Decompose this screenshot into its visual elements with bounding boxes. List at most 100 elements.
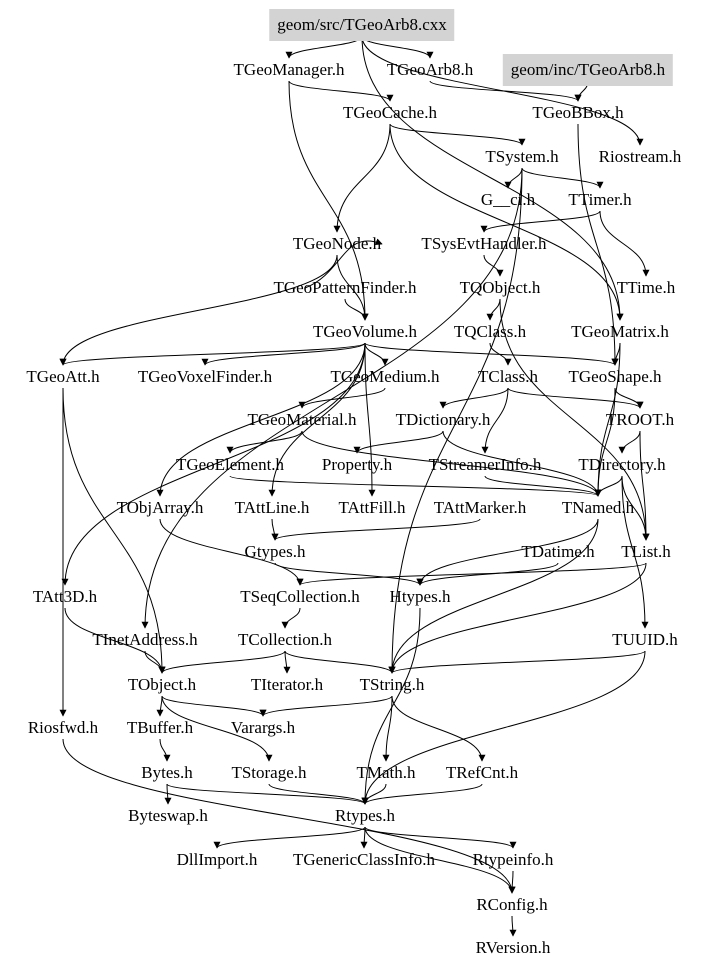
edge-tgeovolume-to-tgeovoxelfinder xyxy=(201,342,366,366)
node-byteswap-h[interactable]: Byteswap.h xyxy=(128,806,208,825)
node-tgeonode-h[interactable]: TGeoNode.h xyxy=(292,234,382,253)
node-tqclass-h[interactable]: TQClass.h xyxy=(453,322,527,341)
node-tlist-h[interactable]: TList.h xyxy=(621,542,671,561)
node-rtypeinfo-h[interactable]: Rtypeinfo.h xyxy=(472,850,554,869)
edge-ttimer-to-ttime xyxy=(599,210,650,277)
node-tgeovoxelfinder-h[interactable]: TGeoVoxelFinder.h xyxy=(137,367,273,386)
node-rtypes-h[interactable]: Rtypes.h xyxy=(335,806,395,825)
node-tsystem-h[interactable]: TSystem.h xyxy=(485,147,559,166)
edge-tlist-to-tstring xyxy=(388,562,647,674)
node-bytes-h[interactable]: Bytes.h xyxy=(141,763,193,782)
edge-tclass-to-tdictionary xyxy=(439,387,509,409)
node-dllimport-h[interactable]: DllImport.h xyxy=(176,850,258,869)
node-tstring-h[interactable]: TString.h xyxy=(359,675,425,694)
edge-tqclass-to-tclass xyxy=(489,342,512,366)
edge-tobject-to-varargs xyxy=(161,695,267,717)
node-tuuid-h[interactable]: TUUID.h xyxy=(612,630,678,649)
edge-trefcnt-to-rtypes xyxy=(361,783,483,805)
node-tgeobbox-h[interactable]: TGeoBBox.h xyxy=(532,103,624,122)
node-tgeopatternfinder-h[interactable]: TGeoPatternFinder.h xyxy=(273,278,417,297)
node-htypes-h[interactable]: Htypes.h xyxy=(389,587,451,606)
edge-tqobject-to-tqclass xyxy=(486,298,501,321)
edge-tobjarray-to-tseqcollection xyxy=(159,518,304,586)
node-trefcnt-h[interactable]: TRefCnt.h xyxy=(445,763,519,782)
edge-tstring-to-varargs xyxy=(259,695,393,717)
node-rversion-h[interactable]: RVersion.h xyxy=(475,938,551,957)
node-tobjarray-h[interactable]: TObjArray.h xyxy=(116,498,204,517)
node-titerator-h[interactable]: TIterator.h xyxy=(250,675,324,694)
edge-tgeomanager-to-tgeocache xyxy=(288,80,394,102)
node-tgeocache-h[interactable]: TGeoCache.h xyxy=(343,103,437,122)
node-riostream-h[interactable]: Riostream.h xyxy=(598,147,682,166)
node-tattmarker-h[interactable]: TAttMarker.h xyxy=(433,498,527,517)
node-tgeomedium-h[interactable]: TGeoMedium.h xyxy=(330,367,440,386)
node-ttime-h[interactable]: TTime.h xyxy=(616,278,676,297)
node-tinetaddress-h[interactable]: TInetAddress.h xyxy=(92,630,198,649)
node-tstorage-h[interactable]: TStorage.h xyxy=(231,763,307,782)
node-tgeomanager-h[interactable]: TGeoManager.h xyxy=(233,60,345,79)
edge-rtypes-to-rtypeinfo xyxy=(364,826,517,849)
edge-tqobject-to-tlist xyxy=(499,298,650,541)
edge-tgeovolume-to-tgeoatt xyxy=(59,342,366,366)
node-tcollection-h[interactable]: TCollection.h xyxy=(238,630,332,649)
node-tclass-h[interactable]: TClass.h xyxy=(478,367,538,386)
node-tgeovolume-h[interactable]: TGeoVolume.h xyxy=(312,322,418,341)
node-troot-h[interactable]: TROOT.h xyxy=(605,410,675,429)
node-tmath-h[interactable]: TMath.h xyxy=(356,763,416,782)
node-tdatime-h[interactable]: TDatime.h xyxy=(521,542,595,561)
node-tdictionary-h[interactable]: TDictionary.h xyxy=(395,410,491,429)
node-geom-inc-tgeoarb8-h[interactable]: geom/inc/TGeoArb8.h xyxy=(502,54,674,86)
node-geom-src-tgeoarb8-cxx[interactable]: geom/src/TGeoArb8.cxx xyxy=(269,9,455,41)
edge-tattline-to-gtypes xyxy=(271,518,279,541)
node-g-ci-h[interactable]: G__ci.h xyxy=(480,190,536,209)
edge-src-to-tgeomatrix xyxy=(361,35,624,321)
edge-rtypes-to-rconfig xyxy=(364,826,516,894)
node-tnamed-h[interactable]: TNamed.h xyxy=(561,498,635,517)
edge-tcollection-to-tstring xyxy=(284,650,396,674)
edge-tstreamerinfo-to-tnamed xyxy=(484,475,602,497)
edge-tgeonode-to-tgeovolume xyxy=(336,254,369,321)
edge-tgeocache-to-tgeomatrix xyxy=(389,123,624,321)
node-riosfwd-h[interactable]: Riosfwd.h xyxy=(27,718,99,737)
node-tseqcollection-h[interactable]: TSeqCollection.h xyxy=(240,587,360,606)
node-tgeomaterial-h[interactable]: TGeoMaterial.h xyxy=(247,410,357,429)
edge-tgeovolume-to-tobjarray xyxy=(156,342,366,497)
node-varargs-h[interactable]: Varargs.h xyxy=(230,718,296,737)
edge-tdictionary-to-tnamed xyxy=(442,430,602,497)
edge-tseqcollection-to-tcollection xyxy=(281,607,301,629)
edge-gtypes-to-htypes xyxy=(274,562,424,586)
node-tstreamerinfo-h[interactable]: TStreamerInfo.h xyxy=(428,455,542,474)
edge-rconfig-to-rversion xyxy=(509,915,517,937)
node-tobject-h[interactable]: TObject.h xyxy=(127,675,197,694)
node-tgeoarb8-h[interactable]: TGeoArb8.h xyxy=(386,60,474,79)
node-tattline-h[interactable]: TAttLine.h xyxy=(234,498,310,517)
edge-tuuid-to-tstring xyxy=(388,650,646,674)
edge-tsystem-to-tstring xyxy=(388,167,523,674)
node-tgenericclassinfo-h[interactable]: TGenericClassInfo.h xyxy=(292,850,436,869)
node-tsysevthandler-h[interactable]: TSysEvtHandler.h xyxy=(421,234,547,253)
node-tattfill-h[interactable]: TAttFill.h xyxy=(338,498,406,517)
edge-tcollection-to-tobject xyxy=(158,650,286,674)
edge-tgeoshape-to-troot xyxy=(614,387,644,409)
edge-tobject-to-tbuffer xyxy=(156,695,164,717)
node-gtypes-h[interactable]: Gtypes.h xyxy=(244,542,306,561)
node-tgeoshape-h[interactable]: TGeoShape.h xyxy=(568,367,662,386)
node-tbuffer-h[interactable]: TBuffer.h xyxy=(126,718,194,737)
edge-bytes-to-rtypes xyxy=(166,783,369,805)
node-ttimer-h[interactable]: TTimer.h xyxy=(568,190,632,209)
edge-tgeomedium-to-tgeomaterial xyxy=(298,387,386,409)
edge-tgeovolume-to-tattline xyxy=(268,342,366,497)
node-tdirectory-h[interactable]: TDirectory.h xyxy=(578,455,666,474)
edge-tgeobbox-to-tgeoshape xyxy=(577,123,619,366)
edge-tgeonode-to-tgeoatt xyxy=(59,254,338,366)
node-property-h[interactable]: Property.h xyxy=(321,455,393,474)
node-rconfig-h[interactable]: RConfig.h xyxy=(476,895,548,914)
node-tgeomatrix-h[interactable]: TGeoMatrix.h xyxy=(571,322,669,341)
node-tgeoelement-h[interactable]: TGeoElement.h xyxy=(175,455,285,474)
node-tqobject-h[interactable]: TQObject.h xyxy=(459,278,541,297)
edge-tdirectory-to-tlist xyxy=(621,475,650,541)
edge-tgeopatternfinder-to-tgeonode xyxy=(304,238,383,289)
node-tgeoatt-h[interactable]: TGeoAtt.h xyxy=(26,367,100,386)
node-tatt3d-h[interactable]: TAtt3D.h xyxy=(32,587,98,606)
